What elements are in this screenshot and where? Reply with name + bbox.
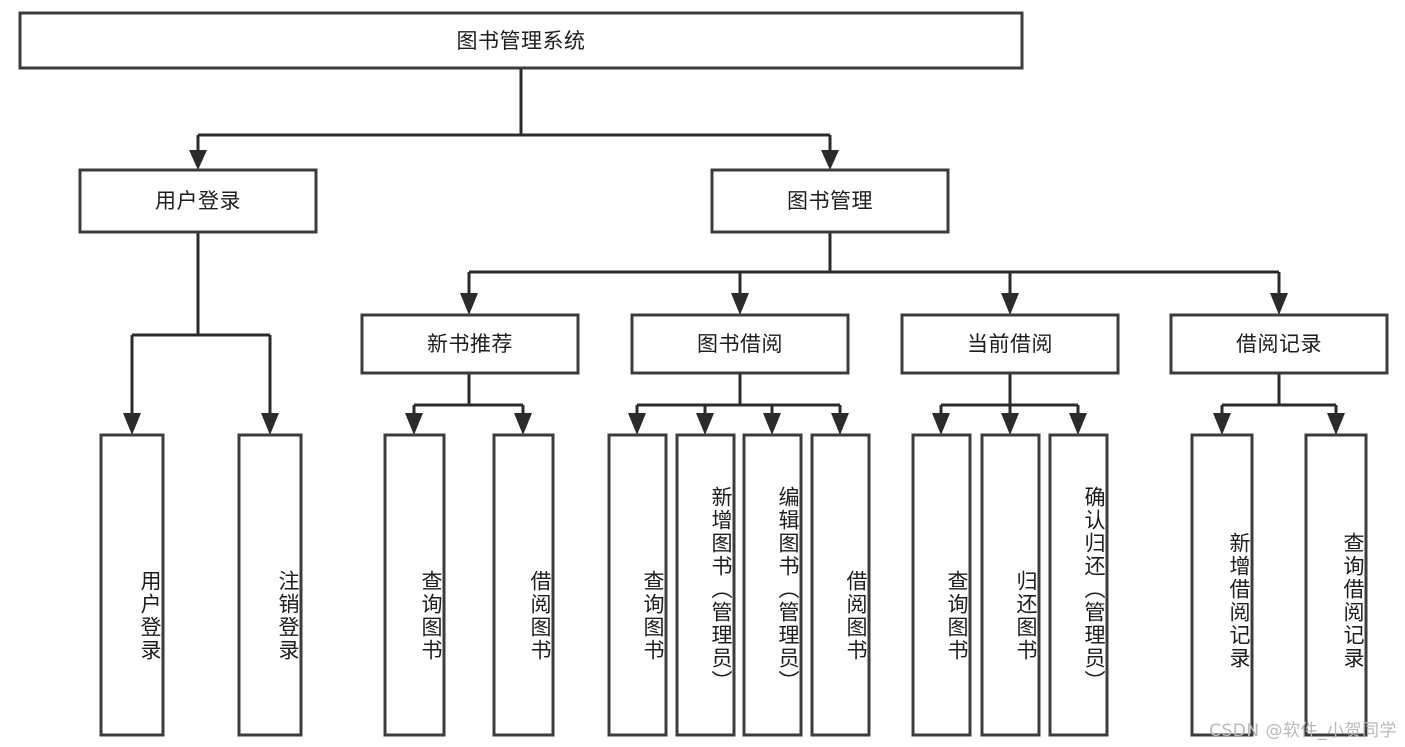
node-current-borrow-box[interactable] bbox=[900, 313, 1120, 375]
arrowhead-recommend-leaf-2 bbox=[514, 413, 532, 435]
node-user-login[interactable]: 用户登录 bbox=[78, 168, 318, 234]
arrowhead-current-leaf-1 bbox=[932, 413, 950, 435]
node-book-borrow-box[interactable] bbox=[630, 313, 850, 375]
leaf-box-user-login[interactable] bbox=[99, 433, 165, 737]
node-root-label: 图书管理系统 bbox=[457, 29, 586, 53]
leaf-box-record-query[interactable] bbox=[1304, 433, 1368, 737]
arrowhead-borrow-leaf-2 bbox=[696, 413, 714, 435]
node-book-management-box[interactable] bbox=[710, 168, 950, 234]
arrowhead-current-leaf-3 bbox=[1069, 413, 1087, 435]
node-user-login-label: 用户登录 bbox=[155, 189, 241, 213]
arrowhead-leaf-user-login bbox=[123, 413, 141, 435]
leaf-box-borrow-add-book[interactable] bbox=[675, 433, 736, 737]
node-user-login-box[interactable] bbox=[78, 168, 318, 234]
leaf-box-current-query-book[interactable] bbox=[911, 433, 972, 737]
arrowhead-record-leaf-2 bbox=[1327, 413, 1345, 435]
leaf-box-current-return-book[interactable] bbox=[980, 433, 1041, 737]
arrowhead-borrow-leaf-3 bbox=[763, 413, 781, 435]
leaf-box-recommend-borrow-book[interactable] bbox=[492, 433, 555, 737]
node-borrow-record-box[interactable] bbox=[1169, 313, 1389, 375]
arrowhead-borrow-record bbox=[1270, 293, 1288, 315]
leaf-boxes bbox=[99, 433, 1368, 737]
connector-layer bbox=[123, 68, 1345, 435]
arrowhead-book-borrow bbox=[731, 293, 749, 315]
leaf-box-recommend-query-book[interactable] bbox=[383, 433, 446, 737]
csdn-watermark: CSDN @软件_小贺同学 bbox=[1209, 721, 1397, 741]
leaf-box-current-confirm-return[interactable] bbox=[1048, 433, 1109, 737]
arrowhead-borrow-leaf-4 bbox=[831, 413, 849, 435]
arrowhead-leaf-logout bbox=[261, 413, 279, 435]
node-borrow-record[interactable]: 借阅记录 bbox=[1169, 313, 1389, 375]
node-new-book-recommend[interactable]: 新书推荐 bbox=[360, 313, 580, 375]
node-book-borrow[interactable]: 图书借阅 bbox=[630, 313, 850, 375]
node-new-book-recommend-label: 新书推荐 bbox=[427, 332, 513, 356]
arrowhead-borrow-leaf-1 bbox=[628, 413, 646, 435]
arrowhead-current-borrow bbox=[1001, 293, 1019, 315]
node-current-borrow-label: 当前借阅 bbox=[967, 332, 1053, 356]
leaf-box-logout[interactable] bbox=[237, 433, 303, 737]
node-book-management-label: 图书管理 bbox=[787, 189, 873, 213]
leaf-box-borrow-query-book[interactable] bbox=[607, 433, 668, 737]
arrowhead-book-mgmt bbox=[821, 150, 839, 170]
node-root-box[interactable] bbox=[18, 11, 1024, 70]
arrowhead-current-leaf-2 bbox=[1001, 413, 1019, 435]
node-new-book-recommend-box[interactable] bbox=[360, 313, 580, 375]
node-book-borrow-label: 图书借阅 bbox=[697, 332, 783, 356]
arrowhead-record-leaf-1 bbox=[1213, 413, 1231, 435]
leaf-box-record-add[interactable] bbox=[1190, 433, 1254, 737]
leaf-box-borrow-borrow-book[interactable] bbox=[810, 433, 871, 737]
node-book-management[interactable]: 图书管理 bbox=[710, 168, 950, 234]
node-borrow-record-label: 借阅记录 bbox=[1236, 332, 1322, 356]
arrowhead-user-login bbox=[189, 150, 207, 170]
node-current-borrow[interactable]: 当前借阅 bbox=[900, 313, 1120, 375]
node-root[interactable]: 图书管理系统 bbox=[18, 11, 1024, 70]
arrowhead-new-book-recommend bbox=[460, 293, 478, 315]
arrowhead-recommend-leaf-1 bbox=[405, 413, 423, 435]
leaf-box-borrow-edit-book[interactable] bbox=[742, 433, 803, 737]
